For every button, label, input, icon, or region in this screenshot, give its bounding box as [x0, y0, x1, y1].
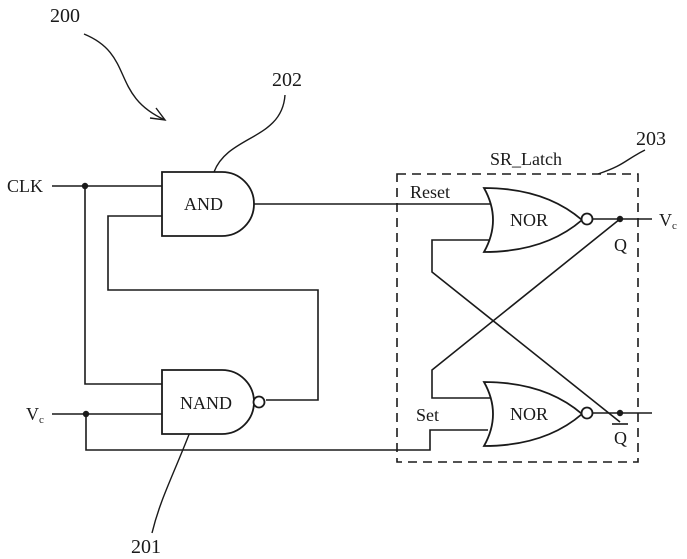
nand-ref-leader [151, 431, 191, 534]
qbar-output-label: Q [614, 428, 627, 448]
q-output-label: Q [614, 235, 627, 255]
nor-bottom-label: NOR [510, 404, 548, 424]
vc-to-set-wire [85, 414, 488, 451]
nor-top-bubble [580, 212, 594, 226]
latch-ref-leader [597, 149, 646, 175]
and-gate-label: AND [184, 194, 223, 214]
q-junction [616, 215, 624, 223]
and-gate [161, 171, 255, 237]
clk-input-label: CLK [7, 176, 43, 196]
clk-to-nand-wire [84, 186, 162, 385]
sr-latch-boundary [396, 173, 639, 463]
figure-ref-arrow [83, 33, 166, 121]
nand-feedback-wire [107, 215, 319, 401]
cross-wire-bottom [431, 218, 621, 399]
vc-input-label: Vc [26, 404, 44, 426]
set-label: Set [416, 405, 439, 425]
nor-top-label: NOR [510, 210, 548, 230]
cross-wire-top [431, 239, 621, 423]
nand-ref-label: 201 [131, 536, 161, 558]
qbar-junction [616, 409, 624, 417]
nand-gate-label: NAND [180, 393, 232, 413]
nor-gate-top [482, 187, 584, 253]
and-ref-label: 202 [272, 69, 302, 91]
figure-ref-arrowhead [149, 107, 167, 121]
and-ref-leader [213, 94, 286, 173]
vc-output-label: Vc [659, 210, 677, 232]
latch-ref-label: 203 [636, 128, 666, 150]
reset-label: Reset [410, 182, 450, 202]
nor-bottom-bubble [580, 406, 594, 420]
figure-ref-label: 200 [50, 5, 80, 27]
nand-bubble [252, 395, 266, 409]
nor-gate-bottom [482, 381, 584, 447]
sr-latch-title: SR_Latch [490, 149, 562, 169]
